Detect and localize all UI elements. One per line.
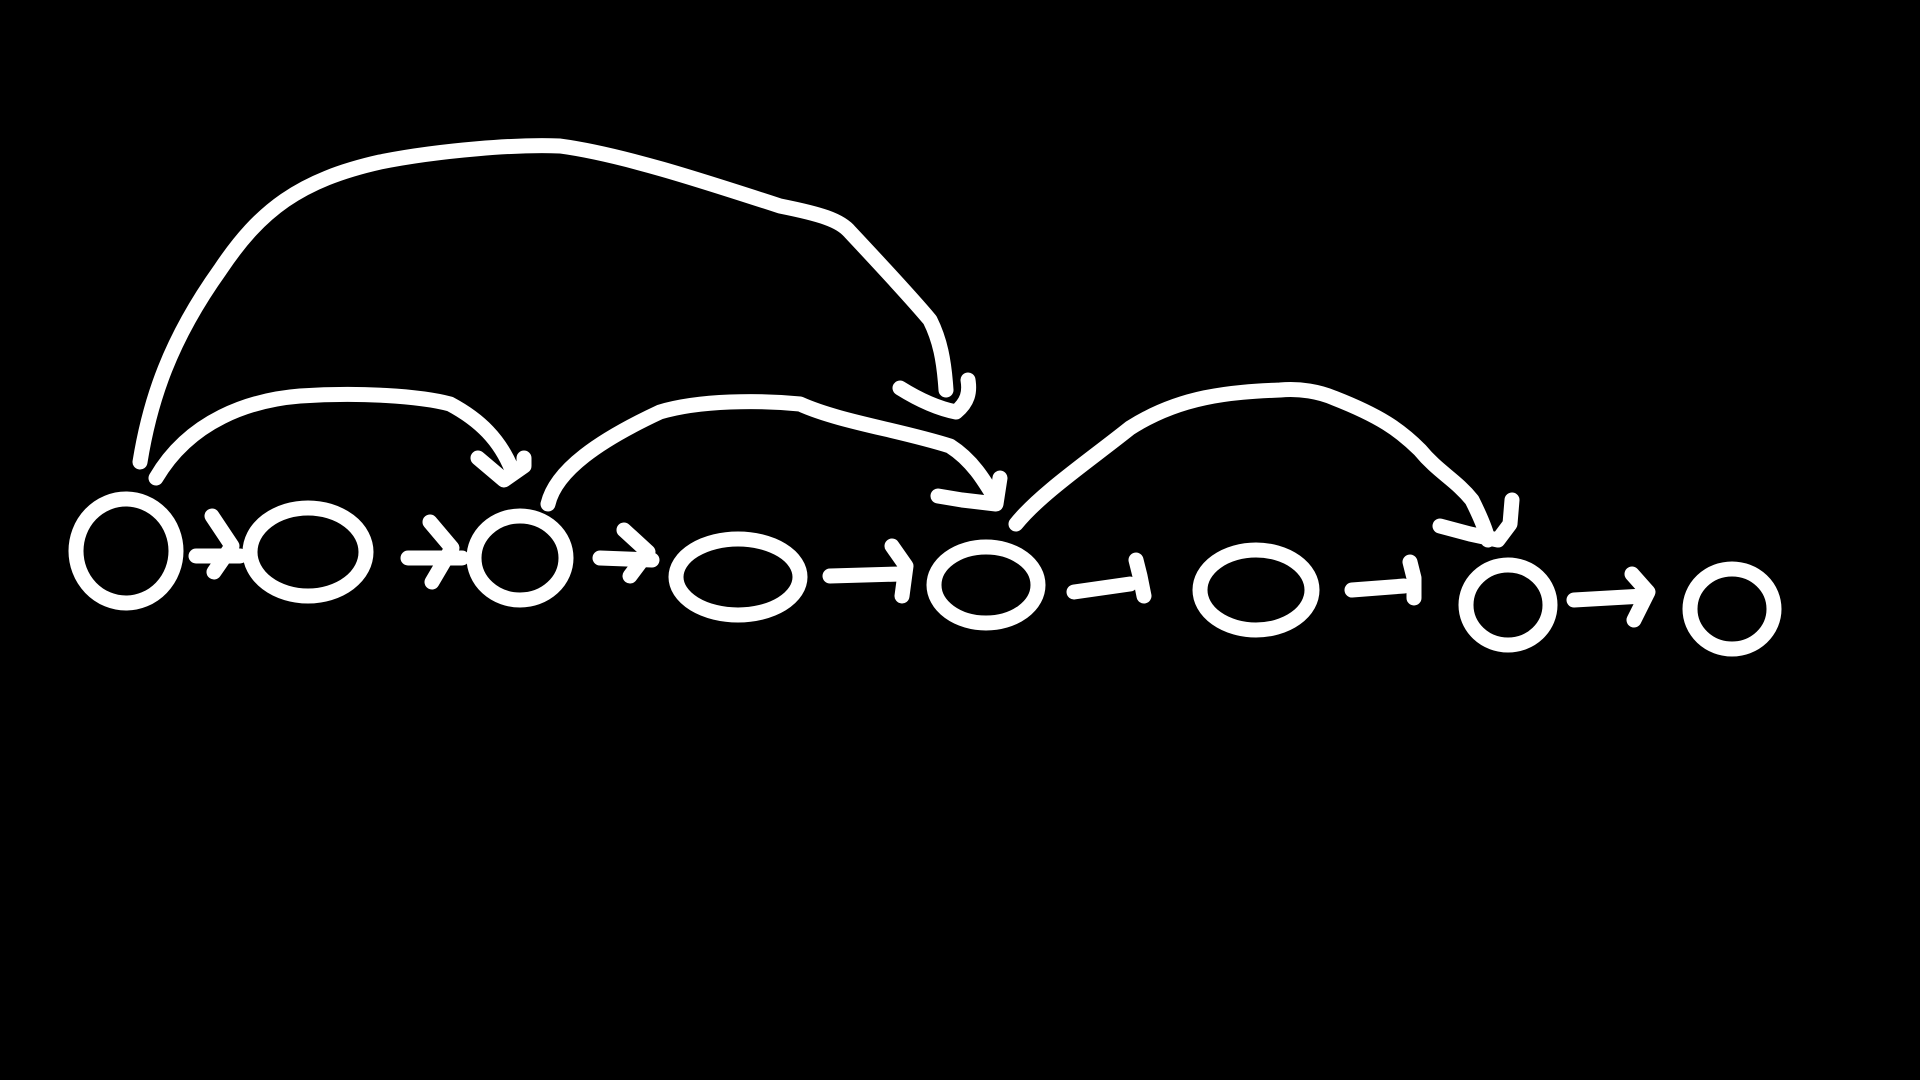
node-n7 <box>1458 557 1558 653</box>
arc-n5-n7 <box>1008 382 1520 548</box>
node-n1 <box>68 491 184 611</box>
arc-n1-n5 <box>132 138 977 470</box>
arc-n3-n5 <box>540 394 1008 512</box>
skip-arcs-group <box>132 138 1520 548</box>
arrow-n2-n3 <box>400 514 470 590</box>
nodes-group <box>68 491 1782 657</box>
arrow-n5-n6 <box>1066 552 1152 604</box>
sequential-arrows-group <box>188 508 1656 628</box>
arrow-n3-n4 <box>592 522 660 584</box>
arrow-n7-n8 <box>1566 566 1656 628</box>
arrow-n6-n7 <box>1344 554 1422 606</box>
node-n6 <box>1192 542 1320 638</box>
arrow-n1-n2 <box>188 508 248 580</box>
node-n8 <box>1682 561 1782 657</box>
node-n5 <box>926 539 1046 631</box>
arc-n1-n3 <box>148 386 532 488</box>
arrow-n4-n5 <box>822 538 914 604</box>
node-n2 <box>242 500 374 604</box>
node-n3 <box>466 508 574 608</box>
node-n4 <box>668 531 808 623</box>
